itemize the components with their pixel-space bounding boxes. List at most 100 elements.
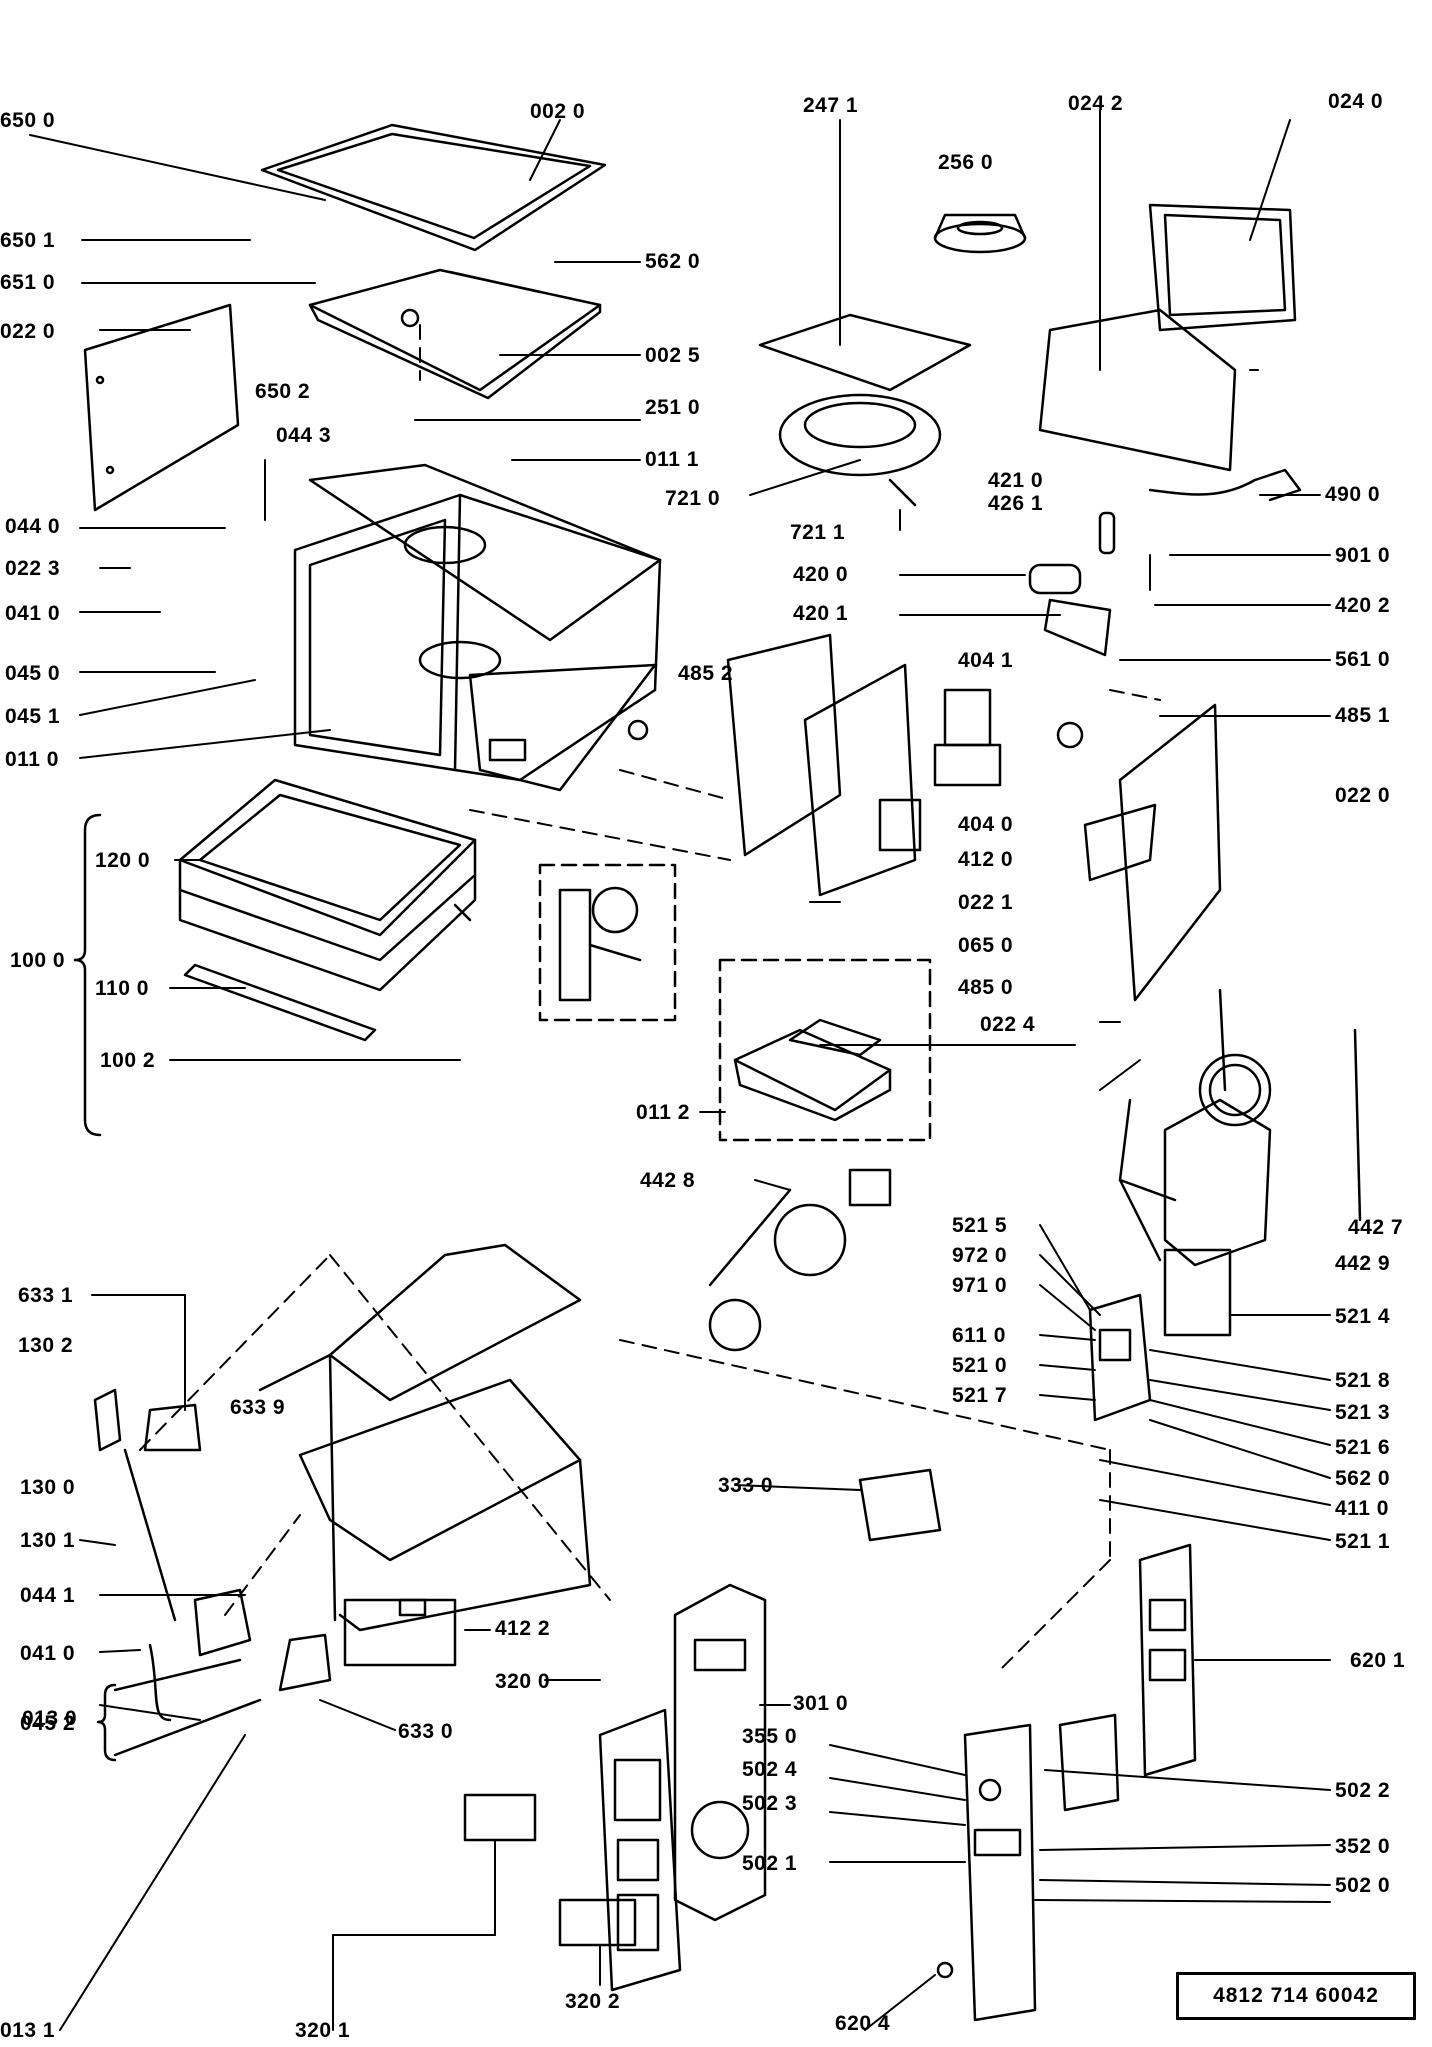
top-glass-panel bbox=[260, 123, 607, 252]
part-label: 301 0 bbox=[793, 1692, 849, 1715]
fan-blower bbox=[708, 1168, 892, 1352]
part-label: 320 0 bbox=[495, 1670, 551, 1693]
part-label: 485 1 bbox=[1335, 704, 1391, 727]
part-label: 065 0 bbox=[958, 934, 1014, 957]
part-label: 256 0 bbox=[938, 151, 994, 174]
bottom-chassis bbox=[258, 1243, 592, 1667]
part-label: 633 0 bbox=[398, 1720, 454, 1743]
magnetron-transformer bbox=[878, 688, 1084, 852]
oven-cavity bbox=[293, 463, 662, 792]
part-label: 611 0 bbox=[952, 1324, 1006, 1347]
part-label: 650 2 bbox=[255, 380, 311, 403]
top-cover bbox=[308, 268, 602, 400]
connector-block bbox=[858, 1468, 942, 1542]
foam-insulation-block bbox=[718, 958, 932, 1142]
part-label: 045 0 bbox=[5, 662, 61, 685]
part-label: 901 0 bbox=[1335, 544, 1391, 567]
part-label: 011 1 bbox=[645, 448, 699, 471]
part-label: 044 3 bbox=[276, 424, 332, 447]
part-label: 412 0 bbox=[958, 848, 1014, 871]
part-label: 412 2 bbox=[495, 1617, 551, 1640]
part-label: 421 0 bbox=[988, 469, 1044, 492]
part-label: 620 4 bbox=[835, 2012, 891, 2035]
hv-capacitor bbox=[1028, 511, 1116, 657]
part-label: 502 4 bbox=[742, 1758, 798, 1781]
part-label: 633 9 bbox=[230, 1396, 286, 1419]
waveguide-box bbox=[1148, 203, 1297, 332]
part-label: 971 0 bbox=[952, 1274, 1008, 1297]
keypad-parts bbox=[463, 1793, 954, 1979]
part-label: 485 2 bbox=[678, 662, 734, 685]
part-label: 521 4 bbox=[1335, 1305, 1391, 1328]
part-label: 002 0 bbox=[530, 100, 586, 123]
part-label: 044 0 bbox=[5, 515, 61, 538]
part-label: 100 0 bbox=[10, 949, 66, 972]
part-label: 100 2 bbox=[100, 1049, 156, 1072]
part-label: 110 0 bbox=[95, 977, 149, 1000]
part-label: 502 2 bbox=[1335, 1779, 1391, 1802]
part-label: 485 0 bbox=[958, 976, 1014, 999]
part-label: 320 2 bbox=[565, 1990, 621, 2013]
part-label: 490 0 bbox=[1325, 483, 1381, 506]
control-panel-facia bbox=[598, 1708, 682, 1992]
part-label: 721 0 bbox=[665, 487, 721, 510]
part-label: 420 0 bbox=[793, 563, 849, 586]
part-label: 426 1 bbox=[988, 492, 1044, 515]
part-label: 521 1 bbox=[1335, 1530, 1391, 1553]
left-side-panel bbox=[83, 303, 240, 512]
door-latch-assembly bbox=[93, 1388, 332, 1722]
part-label: 650 1 bbox=[0, 229, 56, 252]
part-label: 045 1 bbox=[5, 705, 61, 728]
part-label: 022 0 bbox=[1335, 784, 1391, 807]
part-label: 120 0 bbox=[95, 849, 151, 872]
part-label: 620 1 bbox=[1350, 1649, 1406, 1672]
part-label: 502 0 bbox=[1335, 1874, 1391, 1897]
part-label: 041 0 bbox=[20, 1642, 76, 1665]
part-label: 130 2 bbox=[18, 1334, 74, 1357]
part-label: 633 1 bbox=[18, 1284, 74, 1307]
electronic-board bbox=[963, 1723, 1037, 2022]
right-panels bbox=[726, 633, 1222, 1002]
part-label: 024 2 bbox=[1068, 92, 1124, 115]
fan-motor-detail bbox=[538, 863, 677, 1022]
part-label: 420 1 bbox=[793, 602, 849, 625]
part-label: 041 0 bbox=[5, 602, 61, 625]
part-label: 352 0 bbox=[1335, 1835, 1391, 1858]
part-label: 650 0 bbox=[0, 109, 56, 132]
mica-cover bbox=[758, 313, 972, 392]
part-label: 502 3 bbox=[742, 1792, 798, 1815]
document-number: 4812 714 60042 bbox=[1176, 1972, 1416, 2020]
part-label: 022 0 bbox=[0, 320, 56, 343]
part-label: 404 1 bbox=[958, 649, 1014, 672]
part-label: 251 0 bbox=[645, 396, 701, 419]
part-label: 044 1 bbox=[20, 1584, 76, 1607]
part-label: 011 2 bbox=[636, 1101, 690, 1124]
part-label: 022 3 bbox=[5, 557, 61, 580]
part-label: 355 0 bbox=[742, 1725, 798, 1748]
part-label: 561 0 bbox=[1335, 648, 1391, 671]
part-label: 013 1 bbox=[0, 2019, 56, 2042]
transformer-frame bbox=[1118, 988, 1362, 1267]
display-board bbox=[1058, 1543, 1197, 1812]
door-assembly bbox=[178, 778, 477, 1042]
bracket-100-0 bbox=[73, 813, 102, 1137]
part-label: 521 0 bbox=[952, 1354, 1008, 1377]
part-label: 420 2 bbox=[1335, 594, 1391, 617]
part-label: 502 1 bbox=[742, 1852, 798, 1875]
part-label: 521 6 bbox=[1335, 1436, 1391, 1459]
part-label: 521 7 bbox=[952, 1384, 1008, 1407]
turntable-dome bbox=[933, 213, 1027, 254]
part-label: 521 5 bbox=[952, 1214, 1008, 1237]
part-label: 130 0 bbox=[20, 1476, 76, 1499]
part-label: 002 5 bbox=[645, 344, 701, 367]
part-label: 442 8 bbox=[640, 1169, 696, 1192]
part-label: 247 1 bbox=[803, 94, 859, 117]
part-label: 521 8 bbox=[1335, 1369, 1391, 1392]
part-label: 024 0 bbox=[1328, 90, 1384, 113]
rear-panel bbox=[1038, 308, 1237, 472]
part-label: 972 0 bbox=[952, 1244, 1008, 1267]
part-label: 320 1 bbox=[295, 2019, 351, 2042]
part-label: 562 0 bbox=[645, 250, 701, 273]
bracket-013-0 bbox=[96, 1658, 262, 1762]
